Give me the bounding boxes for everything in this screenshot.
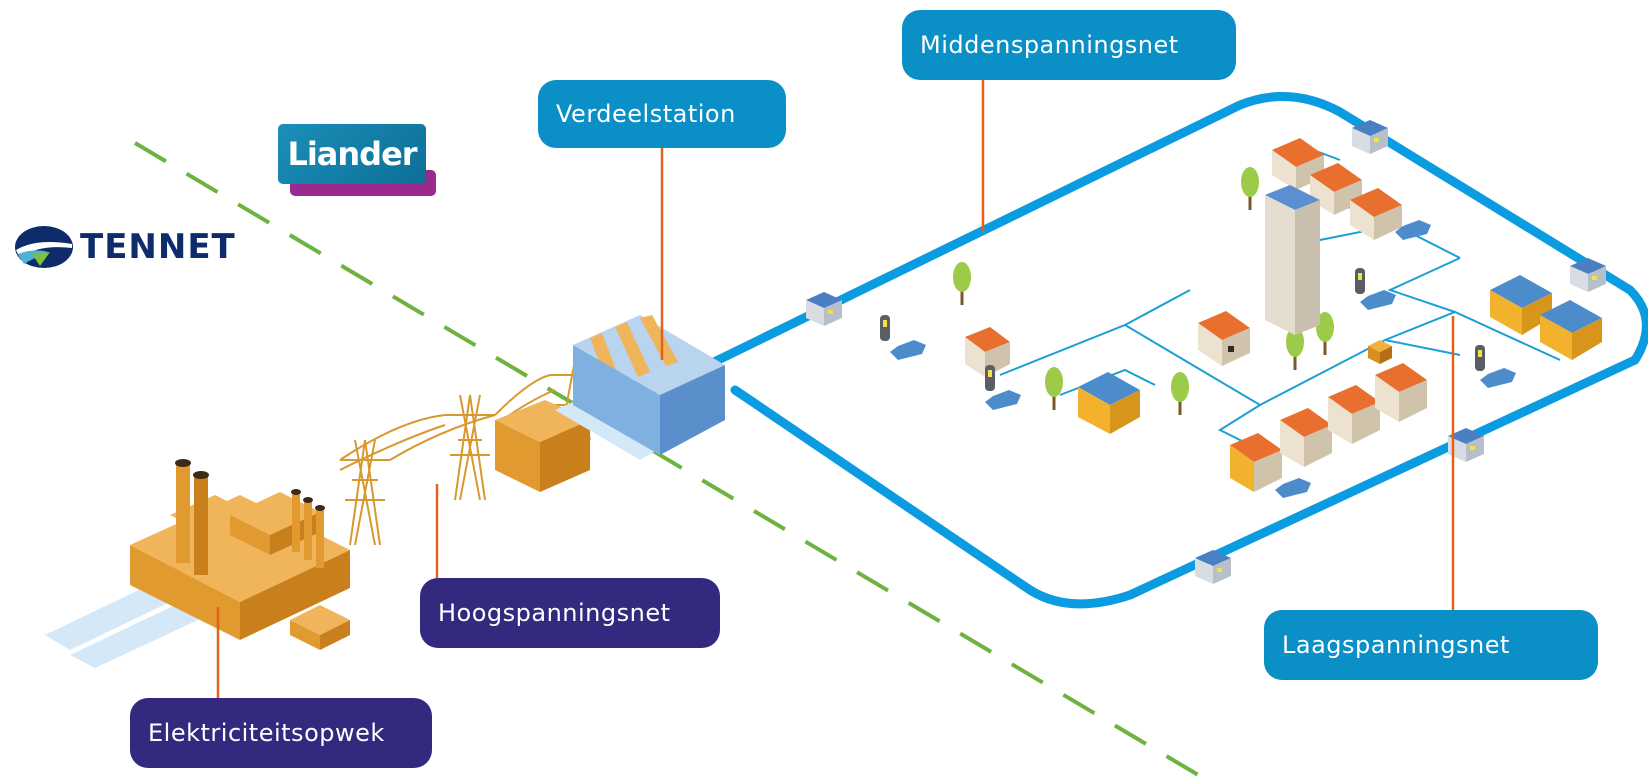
- label-connectors: [216, 80, 1455, 698]
- distribution-substation: [555, 315, 725, 460]
- ring-kiosks: [806, 120, 1606, 584]
- tennet-emblem-icon: [15, 226, 73, 268]
- apartment-tower: [1265, 185, 1320, 335]
- boundary-dashed-line: [133, 141, 1207, 779]
- trees: [953, 167, 1334, 415]
- label-verdeelstation: Verdeelstation: [538, 80, 786, 148]
- medium-voltage-ring: [707, 92, 1648, 609]
- label-elektriciteitsopwek: Elektriciteitsopwek: [130, 698, 432, 768]
- liander-logo: Liander: [278, 124, 436, 198]
- ev-chargers: [880, 268, 1485, 391]
- label-middenspanningsnet: Middenspanningsnet: [902, 10, 1236, 80]
- power-plant: [45, 459, 350, 668]
- tennet-logo: TENNET: [14, 222, 254, 272]
- liander-logo-text: Liander: [287, 135, 417, 173]
- electric-cars: [890, 220, 1516, 498]
- label-laagspanningsnet: Laagspanningsnet: [1264, 610, 1598, 680]
- tennet-logo-text: TENNET: [80, 227, 236, 267]
- label-hoogspanningsnet: Hoogspanningsnet: [420, 578, 720, 648]
- liander-logo-badge: Liander: [278, 124, 426, 184]
- transformer-box: [495, 400, 590, 492]
- houses: [965, 138, 1602, 492]
